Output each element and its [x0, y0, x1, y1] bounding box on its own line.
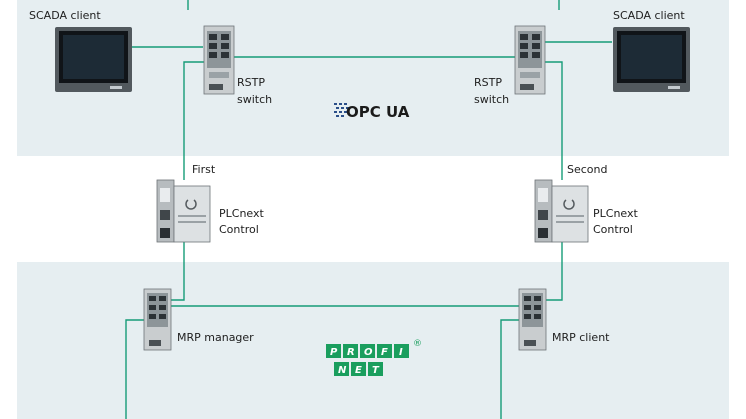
- profinet-letter: R: [347, 347, 355, 358]
- rstp-switch-left-label: RSTP: [237, 76, 265, 89]
- plcnext-left-label: Control: [219, 223, 259, 236]
- link-mrp-client-down: [500, 319, 520, 419]
- profinet-zone: [17, 262, 729, 419]
- mrp-manager-label: MRP manager: [177, 331, 254, 344]
- link-mrp-manager-down: [125, 319, 145, 419]
- rstp-switch-left-label: switch: [237, 93, 272, 106]
- mrp-manager-switch-icon: [143, 288, 172, 351]
- rstp-switch-right-label: switch: [474, 93, 509, 106]
- profinet-letter: P: [330, 347, 338, 358]
- scada-client-left-label: SCADA client: [29, 9, 101, 22]
- profinet-letter: N: [338, 365, 347, 376]
- scada-client-right-label: SCADA client: [613, 9, 685, 22]
- opc-ua-logo-text: OPC UA: [346, 103, 410, 121]
- rstp-switch-right-label: RSTP: [474, 76, 502, 89]
- profinet-letter: T: [372, 365, 380, 376]
- rstp-switch-right-icon: [514, 25, 546, 95]
- link-plc-left-to-mrp-manager: [170, 240, 185, 301]
- profinet-letter: O: [364, 347, 373, 358]
- scada-zone: [17, 0, 729, 156]
- link-plc-right-to-mrp-client: [546, 240, 563, 301]
- plcnext-left-label: PLCnext: [219, 207, 264, 220]
- plcnext-control-right-icon: [534, 179, 589, 243]
- plcnext-right-label: Control: [593, 223, 633, 236]
- plcnext-control-left-icon: [156, 179, 211, 243]
- profinet-letter: E: [355, 365, 362, 376]
- profinet-logo: P R O F I N E T ®: [326, 339, 422, 376]
- scada-monitor-right-icon: [613, 27, 690, 92]
- first-label: First: [192, 163, 216, 176]
- connection-lines: [125, 0, 612, 419]
- scada-monitor-left-icon: [55, 27, 132, 92]
- registered-mark: ®: [413, 339, 422, 349]
- profinet-letter: I: [399, 347, 403, 358]
- plcnext-right-label: PLCnext: [593, 207, 638, 220]
- profinet-letter: F: [381, 347, 388, 358]
- opc-ua-logo: OPC UA: [334, 103, 410, 121]
- second-label: Second: [567, 163, 607, 176]
- rstp-switch-left-icon: [203, 25, 235, 95]
- link-switch-left-to-plc-left: [183, 61, 205, 180]
- mrp-client-label: MRP client: [552, 331, 610, 344]
- mrp-client-switch-icon: [518, 288, 547, 351]
- link-switch-right-to-plc-right: [541, 61, 563, 180]
